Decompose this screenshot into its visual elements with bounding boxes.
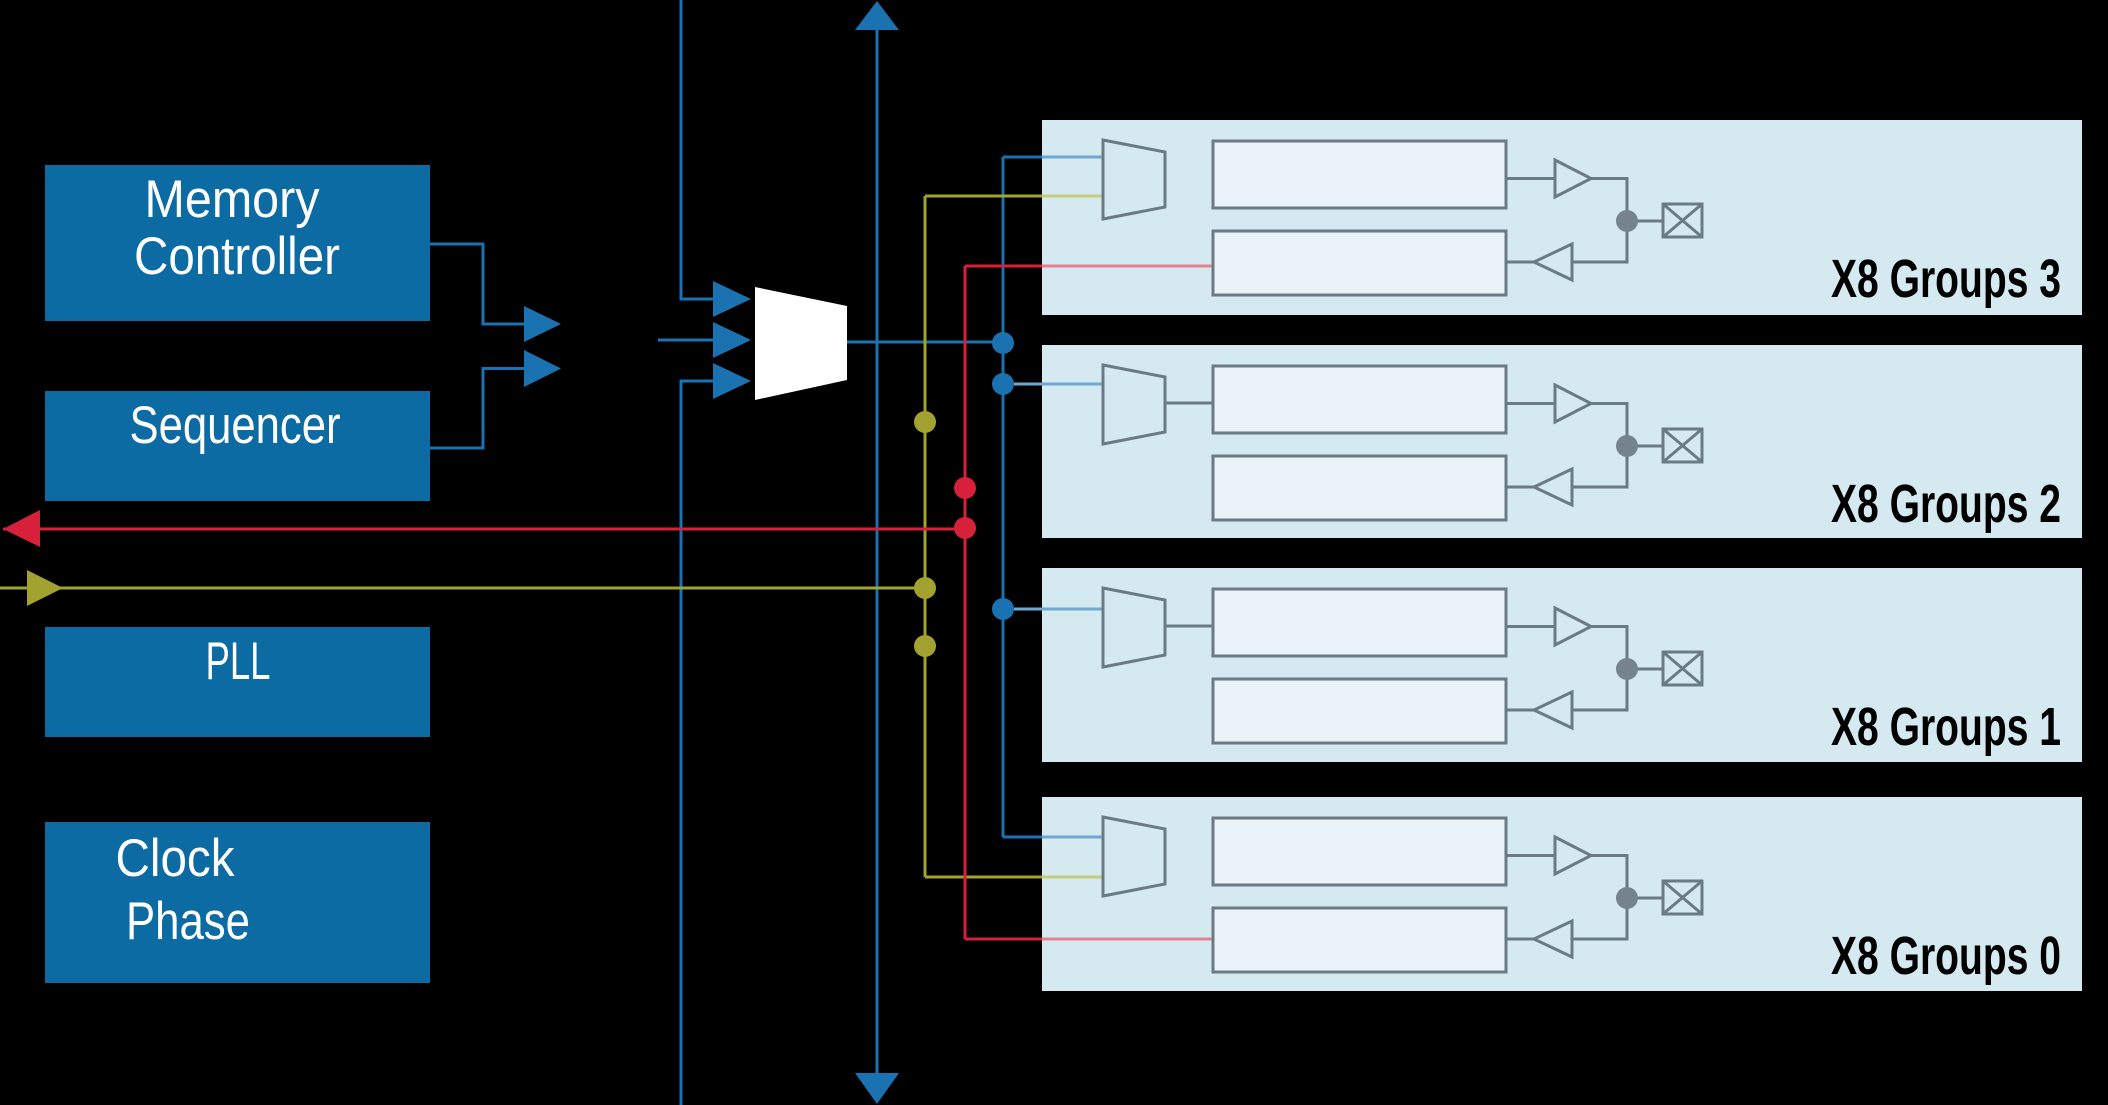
svg-text:X8 Groups 2: X8 Groups 2 (1831, 474, 2061, 534)
svg-text:X8 Groups 3: X8 Groups 3 (1831, 249, 2061, 309)
svg-text:Clock: Clock (116, 829, 235, 888)
svg-text:X8 Groups 0: X8 Groups 0 (1831, 926, 2061, 986)
svg-text:Memory: Memory (145, 170, 320, 229)
svg-text:Phase: Phase (126, 892, 250, 951)
svg-text:PLL: PLL (206, 632, 271, 691)
svg-text:Controller: Controller (134, 227, 340, 286)
svg-text:X8 Groups 1: X8 Groups 1 (1831, 697, 2061, 757)
svg-text:Sequencer: Sequencer (130, 396, 341, 455)
